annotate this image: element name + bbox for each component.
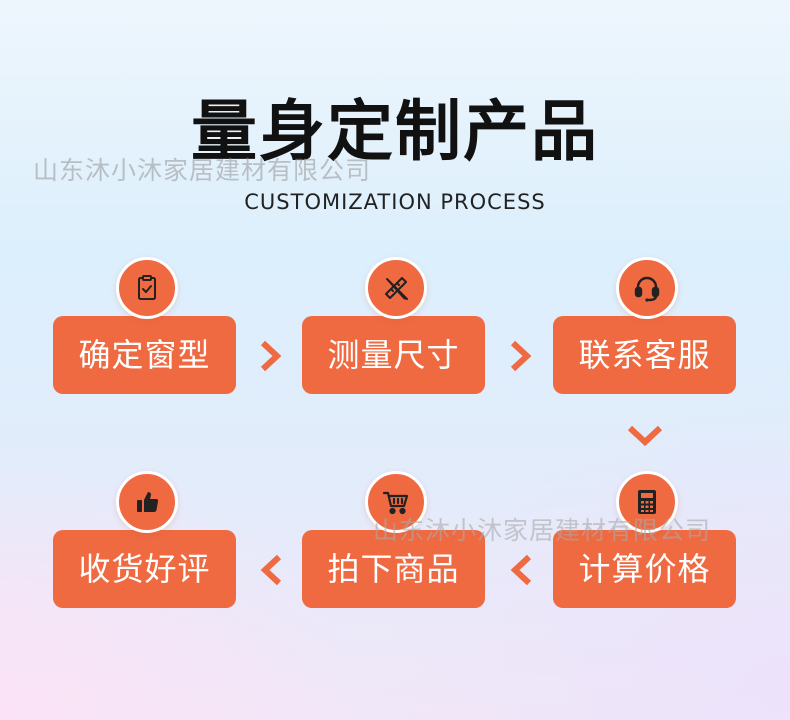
step-label: 计算价格 <box>553 530 736 608</box>
thumbs-up-icon <box>116 471 178 533</box>
step-label: 联系客服 <box>553 316 736 394</box>
page-subtitle: CUSTOMIZATION PROCESS <box>244 190 546 214</box>
step-label: 收货好评 <box>53 530 236 608</box>
chevron-down-icon <box>625 422 665 448</box>
page-title: 量身定制产品 <box>191 93 599 170</box>
chevron-right-icon <box>257 338 285 374</box>
step-label: 拍下商品 <box>302 530 485 608</box>
step-confirm-window-type: 确定窗型 <box>53 257 236 394</box>
calculator-icon <box>616 471 678 533</box>
watermark: 山东沐小沐家居建材有限公司 <box>373 516 712 545</box>
headset-icon <box>616 257 678 319</box>
step-review: 收货好评 <box>53 471 236 608</box>
chevron-left-icon <box>507 552 535 588</box>
step-place-order: 拍下商品 <box>302 471 485 608</box>
shopping-cart-icon <box>365 471 427 533</box>
step-contact-support: 联系客服 <box>553 257 736 394</box>
step-label: 确定窗型 <box>53 316 236 394</box>
ruler-pencil-icon <box>365 257 427 319</box>
chevron-left-icon <box>257 552 285 588</box>
step-measure-size: 测量尺寸 <box>302 257 485 394</box>
watermark: 山东沐小沐家居建材有限公司 <box>33 156 372 185</box>
chevron-right-icon <box>507 338 535 374</box>
step-calculate-price: 计算价格 <box>553 471 736 608</box>
step-label: 测量尺寸 <box>302 316 485 394</box>
clipboard-check-icon <box>116 257 178 319</box>
